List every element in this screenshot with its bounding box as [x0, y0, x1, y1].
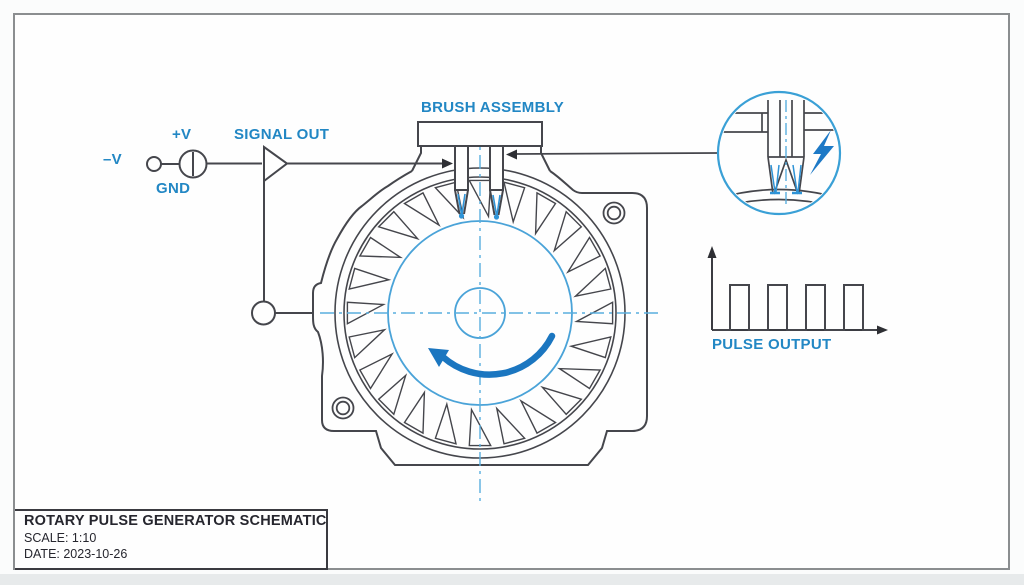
- callout-leader-line: [513, 152, 719, 155]
- callout-circle: [716, 90, 842, 216]
- pulse-waveform: [713, 284, 876, 331]
- rotor-tooth: [348, 267, 392, 290]
- pos-terminal-label: +V: [172, 126, 192, 143]
- detail-callout: [716, 90, 842, 216]
- lightning-bolt-icon: [810, 130, 834, 175]
- brush-shoulder-right: [540, 146, 551, 172]
- drawing-date: DATE: 2023-10-26: [24, 547, 128, 561]
- title-block-box: [15, 509, 328, 570]
- mounting-hole-top-right-inner: [606, 205, 622, 221]
- junction-node: [251, 300, 276, 326]
- rotor-tooth: [557, 367, 602, 390]
- signal-out-label: SIGNAL OUT: [234, 126, 330, 143]
- axis-arrow-up-icon: [707, 246, 717, 258]
- rotor-tooth: [403, 390, 426, 435]
- brush-contact-marks: [457, 193, 501, 216]
- rotor-tooth: [574, 301, 614, 325]
- page-bottom-strip: [0, 574, 1024, 585]
- mounting-hole-top-right: [602, 201, 626, 225]
- rotor-tooth: [573, 267, 612, 298]
- mounting-hole-bottom-left-inner: [335, 400, 351, 416]
- brush-left-tip: [454, 189, 469, 215]
- drawing-title: ROTARY PULSE GENERATOR SCHEMATIC: [24, 513, 327, 529]
- brush-assembly-label: BRUSH ASSEMBLY: [421, 99, 565, 116]
- brush-right: [489, 145, 504, 191]
- rotor-tooth: [468, 179, 492, 219]
- gnd-label: GND: [156, 180, 191, 197]
- rotor-tooth: [552, 210, 583, 253]
- arrowhead-right-icon: [442, 158, 453, 169]
- rotor-tooth: [377, 210, 420, 241]
- contact-dot-right: [493, 214, 500, 220]
- rotor-tooth: [377, 373, 408, 416]
- brush-block: [417, 121, 543, 147]
- rotor-tooth: [434, 401, 457, 445]
- rotor-tooth: [348, 328, 387, 359]
- pulse-output-label: PULSE OUTPUT: [712, 336, 832, 353]
- rotor-tooth: [495, 406, 526, 445]
- arrowhead-left-icon: [506, 149, 517, 160]
- terminal-circle: [146, 156, 162, 172]
- housing-outline: [312, 170, 648, 466]
- buffer-triangle-symbol: [263, 145, 289, 184]
- rotor-tooth: [568, 336, 612, 359]
- brush-left: [454, 145, 469, 191]
- pulse-output-chart: [707, 246, 888, 335]
- rotor-tooth: [503, 181, 526, 225]
- rotor-tooth: [565, 236, 602, 274]
- brush-assembly-drawing: [411, 121, 551, 216]
- input-circuit: [146, 145, 446, 326]
- rotor-tooth: [403, 191, 441, 228]
- rotor-tooth: [358, 236, 403, 259]
- brush-shoulder-left: [411, 146, 422, 172]
- rotation-arrow-icon: [428, 332, 556, 378]
- contact-dot-left: [458, 213, 465, 219]
- mounting-holes: [331, 201, 626, 420]
- brush-right-tip: [489, 189, 504, 216]
- rotor-tooth: [358, 352, 395, 390]
- axis-arrow-right-icon: [877, 325, 888, 335]
- rotor-tooth: [519, 398, 557, 435]
- rotor-tooth: [540, 385, 583, 416]
- drawing-scale: SCALE: 1:10: [24, 531, 97, 545]
- rotor-tooth: [534, 191, 557, 236]
- centerlines: [320, 128, 658, 503]
- neg-terminal-label: –V: [103, 151, 122, 168]
- callout-contact-marks: [770, 164, 802, 195]
- mounting-hole-bottom-left: [331, 396, 355, 420]
